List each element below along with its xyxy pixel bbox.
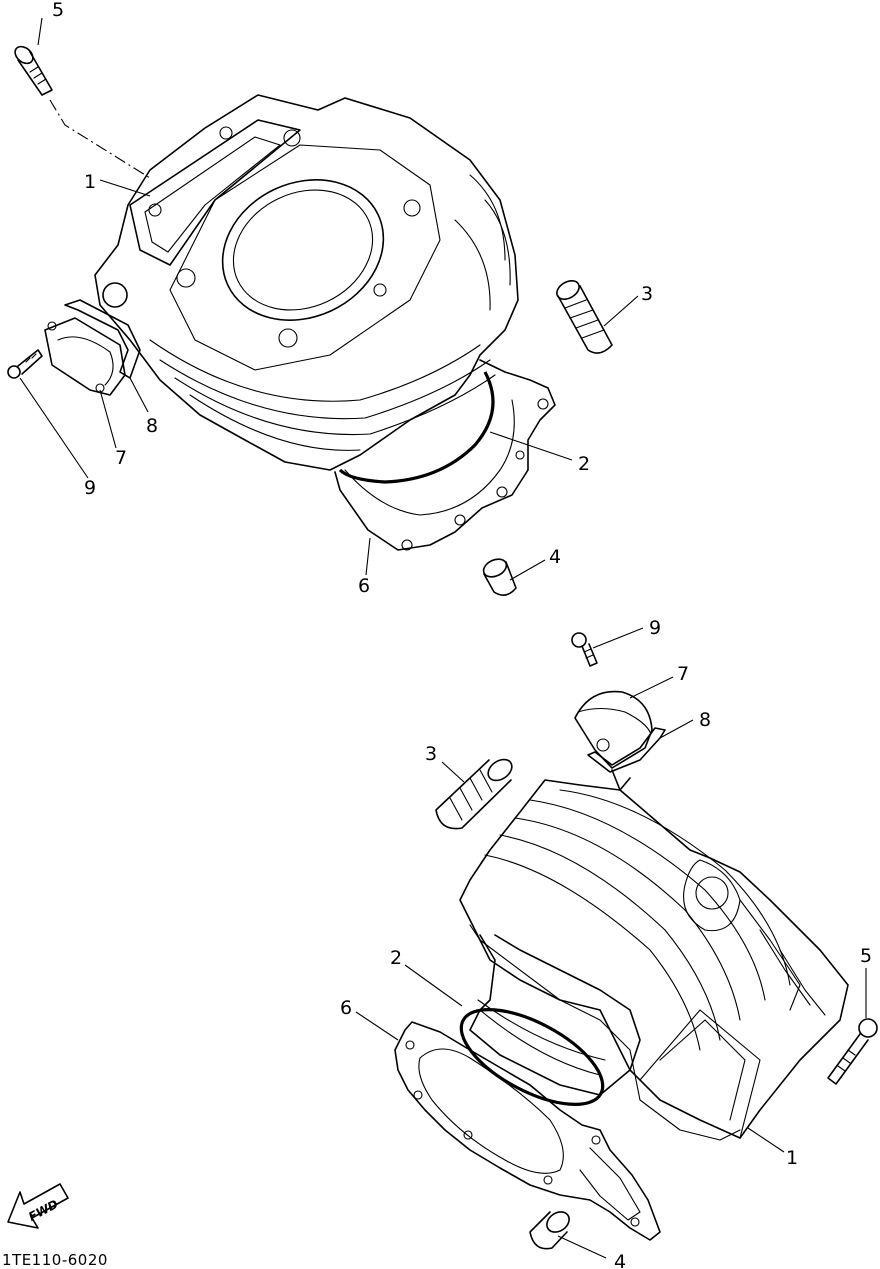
part-code: 1TE110-6020	[2, 1251, 108, 1269]
dowel-pin-3-upper	[556, 280, 613, 354]
callout-8-upper: 8	[146, 415, 158, 437]
screw-9-lower	[571, 632, 598, 667]
callout-3-lower: 3	[425, 743, 437, 765]
callout-8-lower: 8	[699, 709, 711, 731]
upper-assembly: 1 2 3 4 5 6 7 8 9	[7, 0, 653, 597]
cylinder-upper	[94, 94, 519, 471]
cover-7-upper	[44, 317, 126, 396]
bolt-5-upper	[14, 45, 151, 179]
callout-2-lower: 2	[390, 947, 402, 969]
callout-4-lower: 4	[614, 1251, 626, 1269]
bolt-5-lower	[827, 1018, 878, 1085]
cylinder-sleeve-lower	[469, 934, 641, 1096]
lower-assembly: 1 2 3 4 5 6 7 8 9	[340, 617, 878, 1269]
base-gasket-upper	[334, 359, 556, 551]
callout-6-upper: 6	[358, 575, 370, 597]
callout-1-lower: 1	[786, 1147, 798, 1169]
callout-5-upper: 5	[52, 0, 64, 21]
cover-7-lower	[574, 690, 653, 769]
callout-9-upper: 9	[84, 477, 96, 499]
dowel-pin-4-lower	[529, 1211, 570, 1250]
o-ring-lower	[459, 1008, 605, 1106]
o-ring-upper	[338, 371, 495, 484]
dowel-pin-3-lower	[435, 758, 513, 830]
callout-1-upper: 1	[84, 171, 96, 193]
cylinder-lower	[459, 779, 849, 1141]
gasket-8-upper	[64, 299, 141, 379]
base-gasket-lower	[394, 1021, 661, 1241]
dowel-pin-4-upper	[482, 558, 517, 596]
callout-7-upper: 7	[115, 447, 127, 469]
callout-9-lower: 9	[649, 617, 661, 639]
callout-4-upper: 4	[549, 546, 561, 568]
callout-7-lower: 7	[677, 663, 689, 685]
forward-arrow-icon: FWD	[7, 1183, 69, 1229]
fwd-label: FWD	[26, 1197, 60, 1224]
callout-6-lower: 6	[340, 997, 352, 1019]
callout-3-upper: 3	[641, 283, 653, 305]
callout-2-upper: 2	[578, 453, 590, 475]
callout-5-lower: 5	[860, 945, 872, 967]
gasket-8-lower	[587, 727, 666, 791]
screw-9-upper	[7, 349, 43, 379]
